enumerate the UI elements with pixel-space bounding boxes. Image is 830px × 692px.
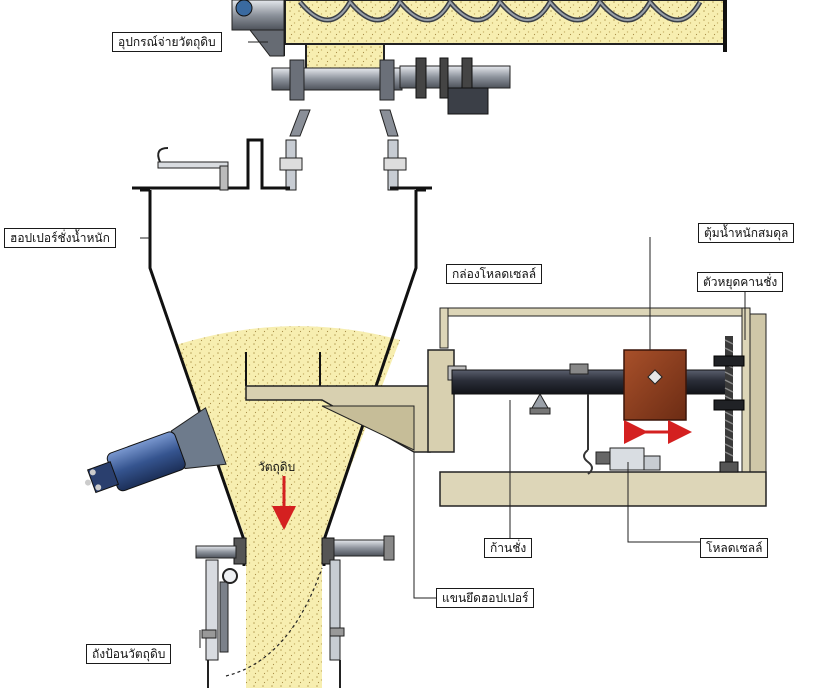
hopper-arm (245, 349, 467, 453)
label-loadcell-box: กล่องโหลดเซลล์ (446, 264, 543, 284)
label-hopper-arm: แขนยึดฮอปเปอร์ (436, 588, 535, 608)
label-material: วัตถุดิบ (258, 460, 296, 474)
weigh-beam (451, 363, 733, 475)
label-feeder: อุปกรณ์จ่ายวัตถุดิบ (112, 32, 222, 52)
label-weigh-beam: ก้านชั่ง (484, 538, 533, 558)
label-weigh-hopper: ฮอปเปอร์ชั่งน้ำหนัก (4, 228, 116, 248)
vibrator-motor (84, 407, 227, 494)
label-load-cell: โหลดเซลล์ (700, 538, 769, 558)
beam-stop (713, 336, 745, 473)
label-receiving-bin: ถังป้อนวัตถุดิบ (86, 644, 172, 664)
label-beam-stop: ตัวหยุดคานชั่ง (697, 272, 784, 292)
leader-lines (140, 41, 746, 648)
discharge-gate (195, 535, 395, 688)
screw-feeder (231, 0, 727, 137)
counterweight (623, 349, 692, 444)
loadcell-box (439, 307, 767, 507)
label-counterweight: ตุ้มน้ำหนักสมดุล (698, 223, 795, 243)
hopper-top (132, 138, 432, 191)
load-cell (595, 447, 661, 471)
